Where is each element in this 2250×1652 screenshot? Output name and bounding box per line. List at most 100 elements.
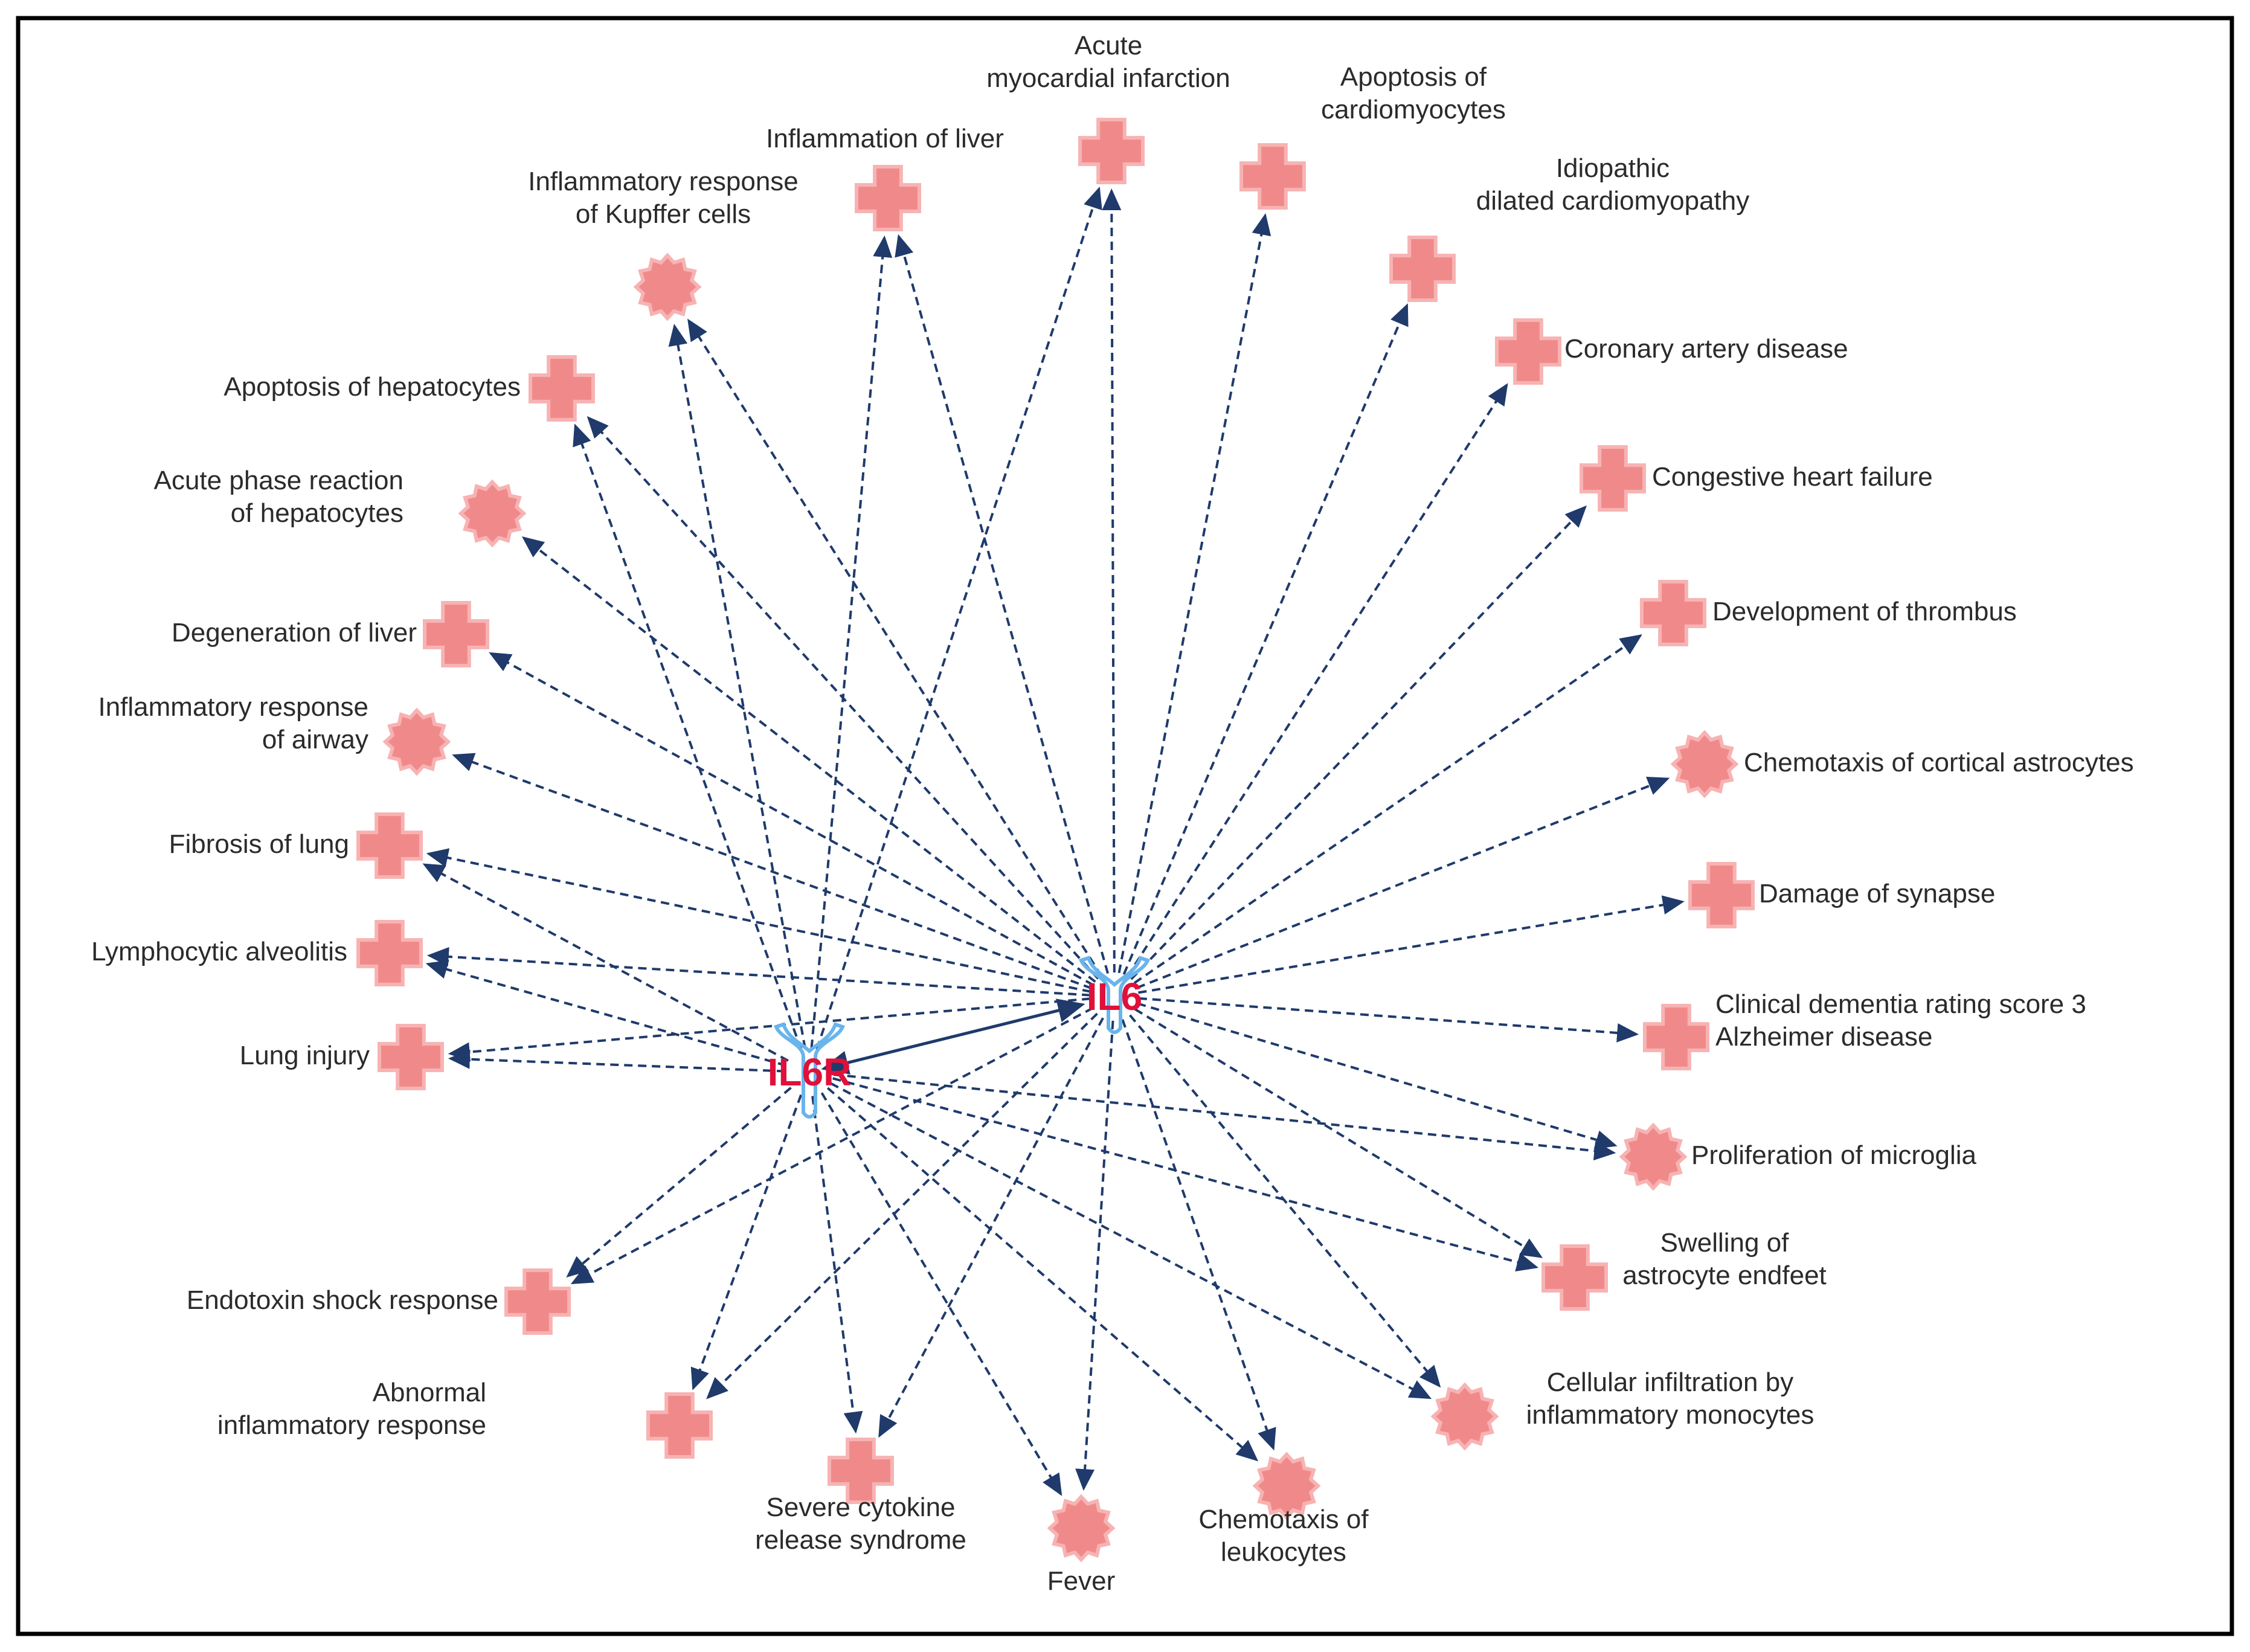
node-label: Lung injury	[240, 1041, 370, 1070]
edge-il6-to-cellular-infiltration	[1129, 1014, 1441, 1388]
node-label-line: Alzheimer disease	[1715, 1022, 1933, 1052]
node-label-line: Coronary artery disease	[1564, 334, 1848, 364]
node-fibrosis-lung[interactable]: Fibrosis of lung	[169, 812, 423, 879]
node-proliferation-microglia[interactable]: Proliferation of microglia	[1619, 1122, 1976, 1191]
edge-il6-to-damage-synapse	[1138, 895, 1685, 994]
edge-il6-to-proliferation-microglia	[1137, 1002, 1618, 1149]
node-label-line: Apoptosis of	[1340, 62, 1487, 92]
node-label-line: Apoptosis of hepatocytes	[223, 372, 521, 402]
edge-il6r-to-apoptosis-hepatocytes	[573, 423, 803, 1050]
node-label: Swelling of astrocyte endfeet	[1622, 1228, 1827, 1290]
edge-il6-to-acute-mi	[1102, 188, 1122, 973]
hub-il6r[interactable]: IL6R	[768, 1022, 852, 1119]
node-fever[interactable]: Fever	[1047, 1494, 1116, 1596]
edge-il6-to-apoptosis-cardiomyocytes	[1117, 213, 1271, 974]
gear-icon	[382, 707, 451, 776]
node-label-line: Proliferation of microglia	[1691, 1140, 1976, 1170]
edge-il6-to-severe-cytokine	[878, 1017, 1104, 1438]
node-label-line: of airway	[262, 725, 368, 754]
node-label: Damage of synapse	[1759, 879, 1995, 908]
node-label: Lymphocytic alveolitis	[91, 937, 347, 966]
cross-icon	[1580, 445, 1646, 512]
node-apoptosis-cardiomyocytes[interactable]: Apoptosis of cardiomyocytes	[1239, 62, 1506, 210]
cross-icon	[356, 812, 423, 879]
edge-il6-to-inflammatory-airway	[452, 753, 1093, 990]
node-label-line: Cellular infiltration by	[1547, 1368, 1793, 1397]
edge-il6-to-apoptosis-hepatocytes	[587, 416, 1099, 980]
node-degeneration-liver[interactable]: Degeneration of liver	[172, 601, 489, 667]
node-label-line: Damage of synapse	[1759, 879, 1995, 908]
node-label-line: inflammatory response	[217, 1410, 486, 1440]
node-label-line: cardiomyocytes	[1321, 95, 1506, 124]
node-cellular-infiltration[interactable]: Cellular infiltration by inflammatory mon…	[1430, 1368, 1814, 1451]
node-damage-synapse[interactable]: Damage of synapse	[1688, 862, 1995, 928]
gear-icon	[1670, 730, 1739, 799]
edge-il6-to-development-thrombus	[1133, 634, 1642, 985]
node-lung-injury[interactable]: Lung injury	[240, 1024, 444, 1090]
node-label-line: inflammatory monocytes	[1526, 1400, 1814, 1430]
node-label: Endotoxin shock response	[187, 1285, 498, 1315]
edge-il6-to-abnormal-inflammatory	[706, 1012, 1098, 1400]
edge-layer	[422, 186, 1685, 1496]
node-label-line: Swelling of	[1660, 1228, 1790, 1258]
gear-icon	[1430, 1382, 1499, 1451]
node-label-line: release syndrome	[755, 1525, 966, 1555]
node-label-line: Inflammation of liver	[766, 124, 1004, 153]
node-inflammation-liver[interactable]: Inflammation of liver	[766, 124, 1004, 231]
edge-il6-to-idiopathic-dcm	[1122, 303, 1409, 975]
cross-icon	[378, 1024, 444, 1090]
node-label-line: astrocyte endfeet	[1622, 1261, 1827, 1290]
node-endotoxin-shock[interactable]: Endotoxin shock response	[187, 1268, 571, 1335]
node-label: Congestive heart failure	[1652, 462, 1933, 492]
node-development-thrombus[interactable]: Development of thrombus	[1640, 580, 2017, 646]
node-label-line: Fever	[1047, 1566, 1115, 1596]
node-label-line: Degeneration of liver	[172, 618, 417, 648]
node-label-line: Idiopathic	[1556, 153, 1670, 183]
cross-icon	[1389, 236, 1456, 302]
node-coronary-artery-disease[interactable]: Coronary artery disease	[1495, 318, 1848, 385]
cross-icon	[423, 601, 489, 667]
edge-il6-to-fibrosis-lung	[426, 848, 1091, 993]
node-chemotaxis-cortical-astrocytes[interactable]: Chemotaxis of cortical astrocytes	[1670, 730, 2134, 799]
node-label-line: Inflammatory response	[528, 167, 799, 196]
node-congestive-heart-failure[interactable]: Congestive heart failure	[1580, 445, 1933, 512]
node-label: Chemotaxis of cortical astrocytes	[1744, 748, 2134, 777]
node-label: Apoptosis of cardiomyocytes	[1321, 62, 1506, 124]
cross-icon	[1495, 318, 1561, 385]
hub-label: IL6	[1087, 975, 1142, 1018]
edge-il6r-to-abnormal-inflammatory	[690, 1094, 803, 1390]
edge-il6-to-coronary-artery-disease	[1126, 383, 1508, 977]
edge-il6r-to-fever	[820, 1092, 1062, 1496]
node-label-line: Acute phase reaction	[154, 466, 403, 495]
node-swelling-astrocyte[interactable]: Swelling of astrocyte endfeet	[1541, 1228, 1827, 1311]
node-label-line: dilated cardiomyopathy	[1476, 186, 1749, 216]
cross-icon	[504, 1268, 571, 1335]
edge-il6r-to-swelling-astrocyte	[832, 1077, 1539, 1272]
node-lymphocytic-alveolitis[interactable]: Lymphocytic alveolitis	[91, 920, 423, 986]
node-label-line: Congestive heart failure	[1652, 462, 1933, 492]
figure-border	[16, 16, 2234, 1636]
node-label-line: Lymphocytic alveolitis	[91, 937, 347, 966]
edge-il6-to-swelling-astrocyte	[1134, 1008, 1543, 1258]
edge-il6-to-chemotaxis-cortical-astrocytes	[1136, 777, 1670, 989]
node-apoptosis-hepatocytes[interactable]: Apoptosis of hepatocytes	[223, 355, 595, 422]
node-label: Development of thrombus	[1712, 597, 2017, 626]
node-label: Fibrosis of lung	[169, 829, 349, 859]
hub-il6[interactable]: IL6	[1079, 956, 1150, 1034]
node-label-line: Chemotaxis of	[1198, 1505, 1369, 1534]
cross-icon	[1239, 143, 1306, 210]
